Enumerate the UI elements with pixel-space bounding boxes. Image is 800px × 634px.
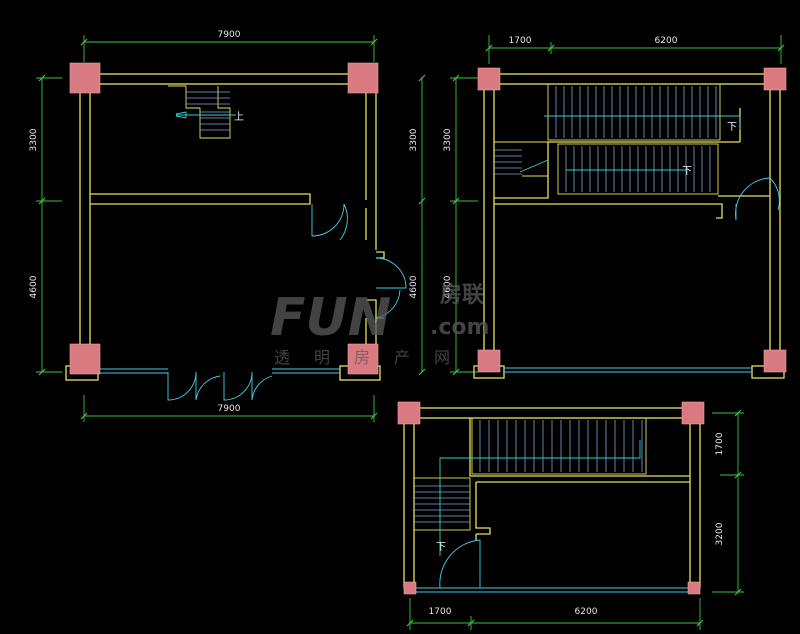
dim-second-left: 3300 4600 [443,74,478,376]
dim-label: 4600 [443,275,453,298]
plan-second-floor: 1700 6200 3300 4600 [443,35,787,379]
dim-first-right: 3300 4600 [409,74,426,376]
column [763,349,787,373]
dim-label: 1700 [715,432,725,455]
dim-label: 3200 [715,522,725,545]
plan-third-floor: 1700 6200 1700 3200 [397,401,744,630]
dim-first-left: 3300 4600 [29,74,62,376]
dim-third-right: 1700 3200 [712,409,744,596]
columns-second [477,67,787,373]
walls-second [473,73,785,379]
dim-label: 7900 [218,404,241,414]
doors-third [439,539,481,589]
column [347,62,379,94]
dim-second-top: 1700 6200 [485,35,785,64]
stair-second: 下 下 [494,83,741,195]
stair-down-label: 下 [727,122,737,133]
dim-label: 3300 [409,128,419,151]
columns-third [397,401,705,595]
watermark: FUN 房联 .com 透明房产网 [270,282,489,367]
column [687,581,701,595]
doors-second [735,177,780,221]
column [397,401,421,425]
column [69,343,101,375]
dim-first-top: 7900 [80,30,378,62]
column [477,67,501,91]
dim-label: 3300 [29,128,39,151]
watermark-latin: FUN [270,288,391,348]
stair-down-label: 下 [682,166,692,177]
plan-first-floor: 7900 7900 3300 4600 [29,30,426,422]
stair-up-label: 上 [234,111,244,123]
dim-label: 4600 [29,275,39,298]
dim-third-bottom: 1700 6200 [406,598,704,630]
dim-label: 7900 [218,30,241,40]
dim-label: 6200 [575,607,598,617]
dim-first-bottom: 7900 [80,395,378,422]
stair-down-label: 下 [436,542,446,553]
column [403,581,417,595]
dim-label: 1700 [509,36,532,46]
column [681,401,705,425]
watermark-domain: .com [430,315,489,340]
column [347,343,379,375]
stair-first: 上 [168,85,244,139]
columns-first [69,62,379,375]
watermark-tagline: 透明房产网 [274,348,474,367]
dim-label: 4600 [409,275,419,298]
dim-label: 3300 [443,128,453,151]
doors-first [167,203,407,401]
watermark-brand-cn: 房联 [440,282,484,308]
column [477,349,501,373]
column [763,67,787,91]
stair-third: 下 [413,417,647,556]
column [69,62,101,94]
dim-label: 6200 [655,36,678,46]
dim-label: 1700 [429,607,452,617]
